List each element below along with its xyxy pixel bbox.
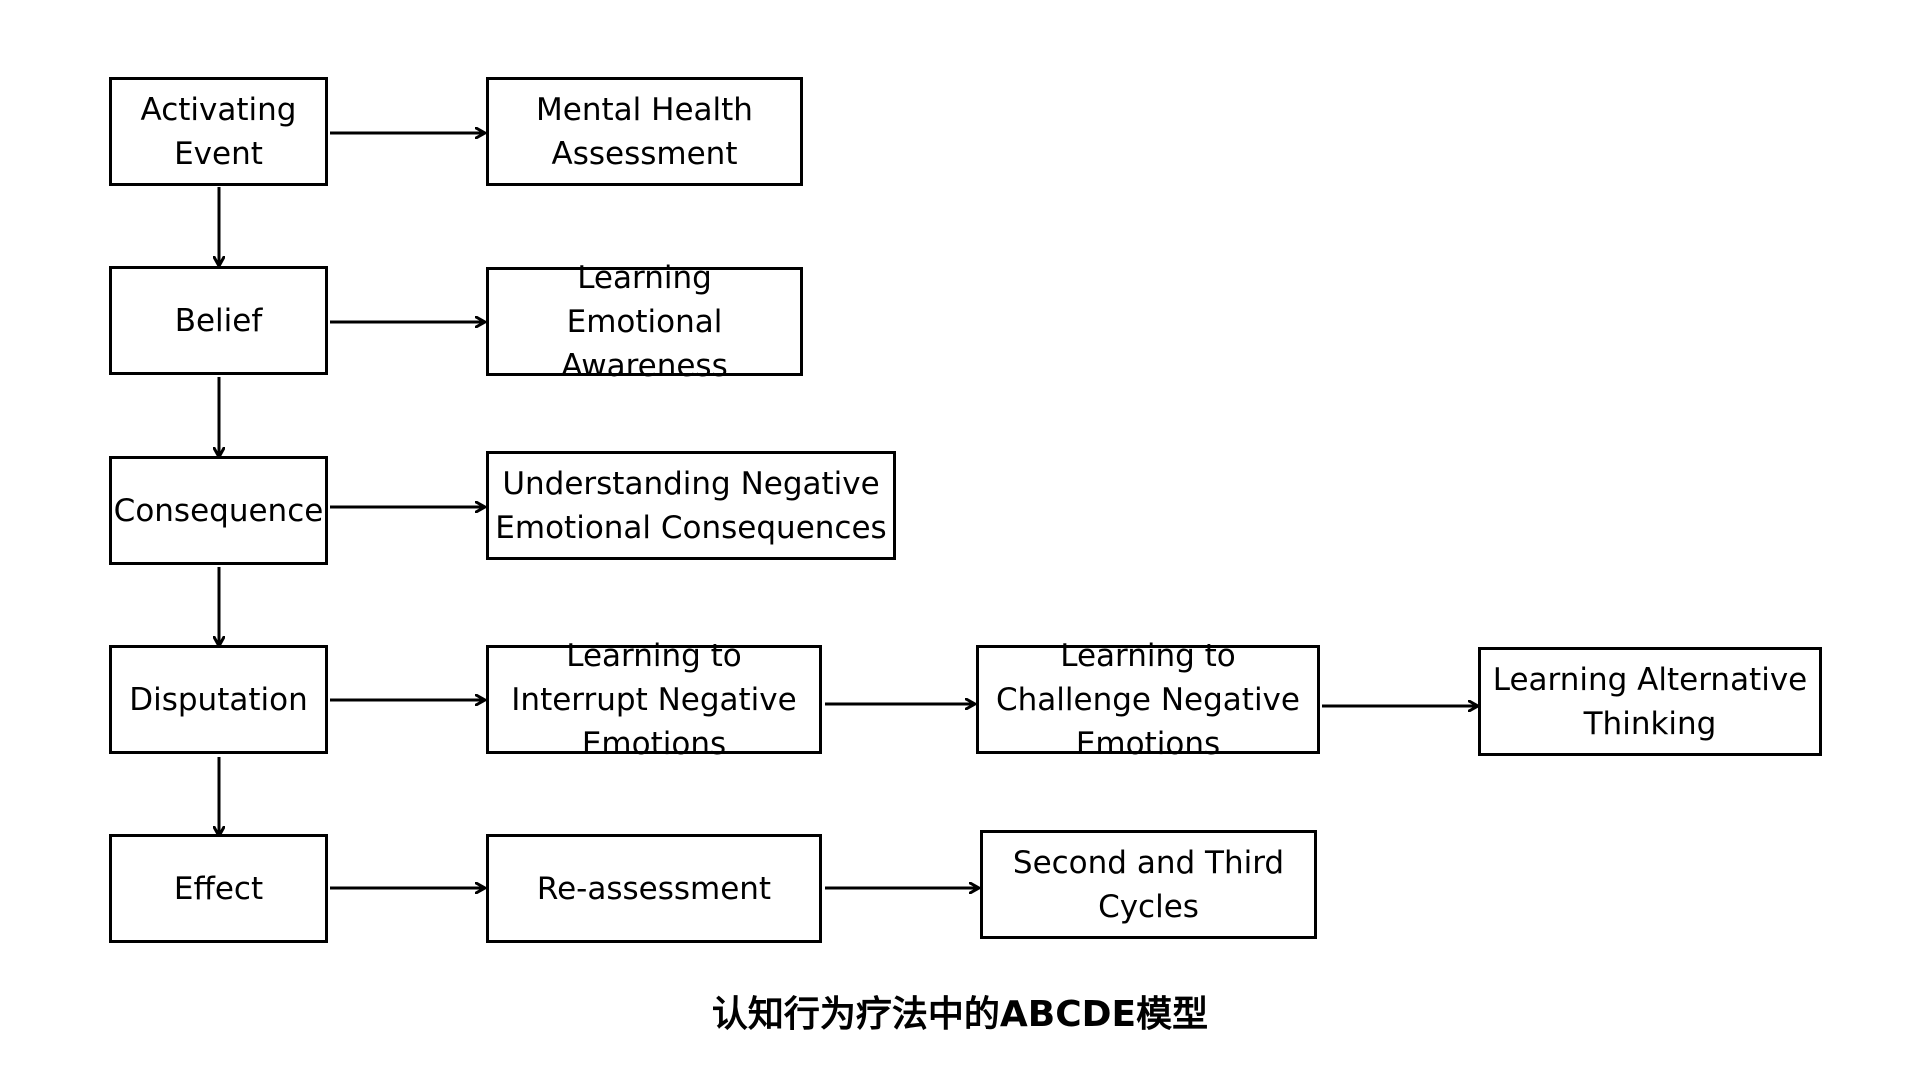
node-label: Learning to Challenge Negative Emotions xyxy=(996,637,1300,762)
node-label: Understanding Negative Emotional Consequ… xyxy=(495,465,887,546)
node-belief: Belief xyxy=(109,266,328,375)
node-label: Effect xyxy=(173,870,264,907)
node-label: Second and Third Cycles xyxy=(1012,844,1285,925)
node-activating-event: Activating Event xyxy=(109,77,328,186)
node-second-third-cycles: Second and Third Cycles xyxy=(980,830,1317,939)
node-label: Disputation xyxy=(129,681,308,718)
node-label: Consequence xyxy=(113,492,324,529)
node-label: Learning to Interrupt Negative Emotions xyxy=(511,637,797,762)
node-re-assessment: Re-assessment xyxy=(486,834,822,943)
node-label: Mental Health Assessment xyxy=(536,91,753,172)
node-mental-health-assessment: Mental Health Assessment xyxy=(486,77,803,186)
node-label: Learning Emotional Awareness xyxy=(561,259,728,384)
node-label: Re-assessment xyxy=(536,870,772,907)
node-learning-to-interrupt: Learning to Interrupt Negative Emotions xyxy=(486,638,822,762)
node-learning-emotional-awareness: Learning Emotional Awareness xyxy=(486,260,803,384)
node-disputation: Disputation xyxy=(109,645,328,754)
node-learning-alternative: Learning Alternative Thinking xyxy=(1478,647,1822,756)
node-label: Learning Alternative Thinking xyxy=(1492,661,1808,742)
node-consequence: Consequence xyxy=(109,456,328,565)
diagram-caption: 认知行为疗法中的ABCDE模型 xyxy=(711,994,1209,1035)
node-label: Activating Event xyxy=(140,91,297,172)
node-learning-to-challenge: Learning to Challenge Negative Emotions xyxy=(976,638,1320,762)
node-understanding-negative: Understanding Negative Emotional Consequ… xyxy=(486,451,896,560)
node-effect: Effect xyxy=(109,834,328,943)
node-label: Belief xyxy=(174,302,263,339)
